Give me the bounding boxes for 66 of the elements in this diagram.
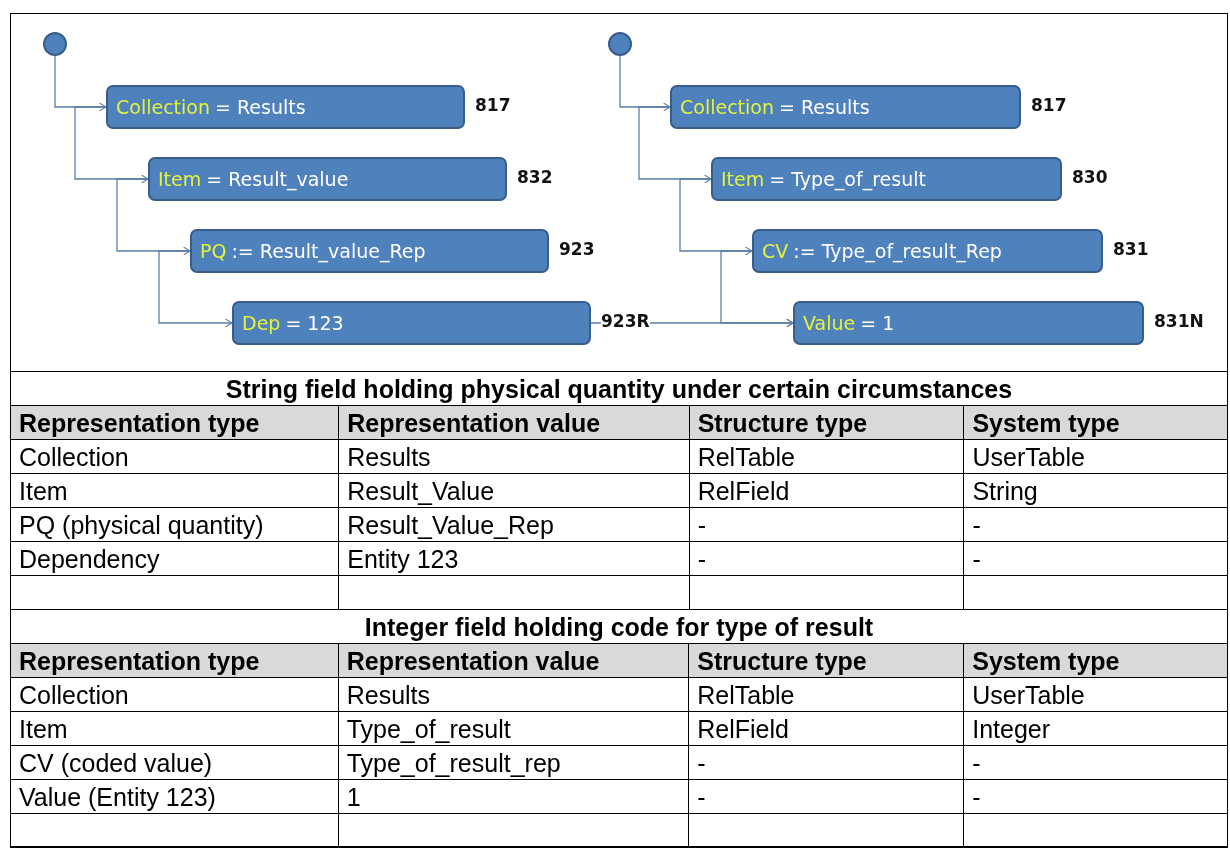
- table-cell: RelField: [689, 473, 964, 508]
- table-cell: String: [963, 473, 1228, 508]
- field-keyword: Value: [803, 312, 856, 334]
- connector-arrow: [619, 55, 671, 112]
- field-keyword: Collection: [680, 96, 774, 118]
- table-cell: -: [963, 745, 1228, 780]
- table-cell: -: [688, 779, 964, 814]
- field-value: = Type_of_result: [769, 168, 926, 190]
- field-keyword: Collection: [116, 96, 210, 118]
- table-cell: Type_of_result_rep: [338, 745, 689, 780]
- table-cell: Value (Entity 123): [10, 779, 339, 814]
- table-cell: UserTable: [963, 677, 1228, 712]
- table-cell: 1: [338, 779, 689, 814]
- table-cell: Result_Value_Rep: [338, 507, 690, 542]
- field-value: := Result_value_Rep: [231, 240, 426, 262]
- table-cell: -: [688, 745, 964, 780]
- table-cell: Results: [338, 439, 690, 474]
- table-cell: Item: [10, 711, 339, 746]
- field-value: = Results: [779, 96, 870, 118]
- table-cell: UserTable: [963, 439, 1228, 474]
- table-cell: -: [963, 779, 1228, 814]
- field-value: = 1: [860, 312, 895, 334]
- connector-arrow: [74, 106, 149, 184]
- field-keyword: PQ: [200, 240, 227, 262]
- field-value: = Result_value: [206, 168, 349, 190]
- connector-arrow: [638, 106, 712, 184]
- table-cell: RelField: [688, 711, 964, 746]
- start-circle: [43, 32, 67, 56]
- table-cell: Collection: [10, 677, 339, 712]
- table-cell: Item: [10, 473, 339, 508]
- column-header: Representation value: [338, 405, 690, 440]
- start-circle: [608, 32, 632, 56]
- column-header: System type: [963, 405, 1228, 440]
- field-keyword: Item: [158, 168, 202, 190]
- column-header: Representation value: [338, 643, 689, 678]
- field-keyword: Item: [721, 168, 765, 190]
- table-cell: PQ (physical quantity): [10, 507, 339, 542]
- field-keyword: CV: [762, 240, 789, 262]
- connector-arrow: [54, 55, 107, 112]
- field-value: := Type_of_result_Rep: [793, 240, 1002, 262]
- connector-arrow: [158, 250, 233, 328]
- column-header: Structure type: [689, 405, 964, 440]
- connector-arrow: [116, 178, 191, 256]
- table-cell: Results: [338, 677, 689, 712]
- table-cell: -: [689, 541, 964, 576]
- column-header: Representation type: [10, 643, 339, 678]
- table-cell: Result_Value: [338, 473, 690, 508]
- table-cell: CV (coded value): [10, 745, 339, 780]
- table-cell: -: [963, 541, 1228, 576]
- table-cell: -: [689, 507, 964, 542]
- column-header: System type: [963, 643, 1228, 678]
- table-cell: Entity 123: [338, 541, 690, 576]
- table-heading: String field holding physical quantity under certain circumstances: [10, 371, 1228, 406]
- table-cell: Dependency: [10, 541, 339, 576]
- column-header: Representation type: [10, 405, 339, 440]
- field-value: = Results: [215, 96, 306, 118]
- connector-arrow: [679, 178, 753, 256]
- table-cell: Collection: [10, 439, 339, 474]
- field-value: = 123: [285, 312, 344, 334]
- table-cell: Type_of_result: [338, 711, 689, 746]
- table-cell: RelTable: [689, 439, 964, 474]
- table-cell: Integer: [963, 711, 1228, 746]
- field-keyword: Dep: [242, 312, 281, 334]
- column-header: Structure type: [688, 643, 964, 678]
- table-cell: RelTable: [688, 677, 964, 712]
- table-cell: -: [963, 507, 1228, 542]
